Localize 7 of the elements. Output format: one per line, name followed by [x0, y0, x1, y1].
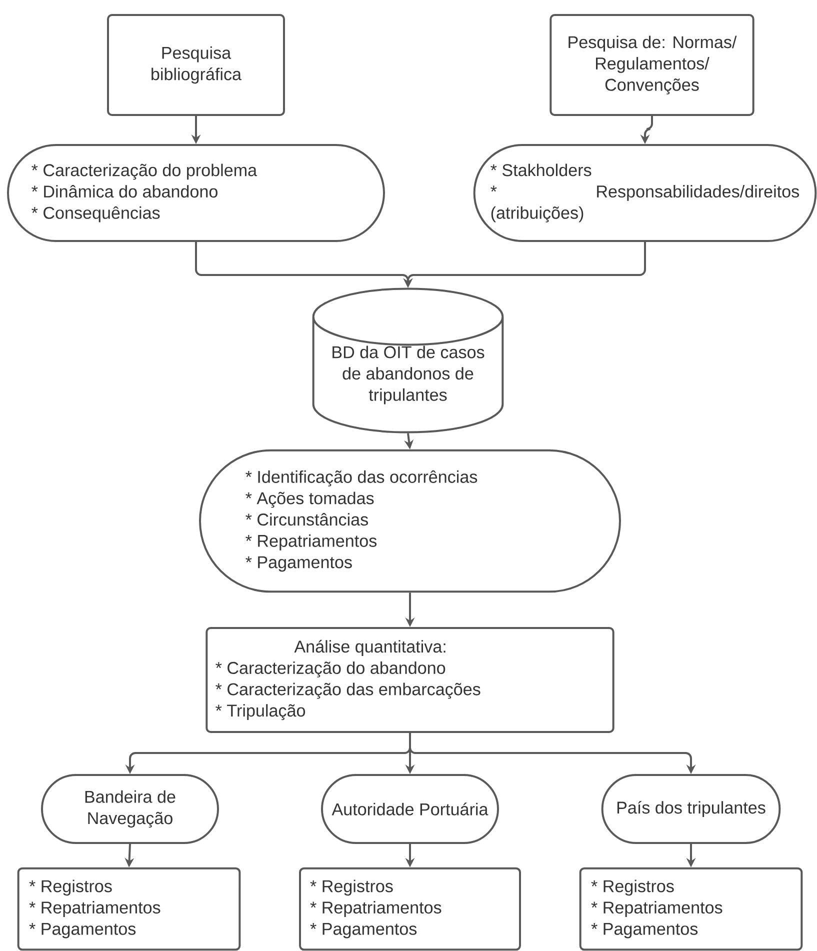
analysis-box: Análise quantitativa: * Caracterização do abandono * Caracterização das embarcações * Tripulação — [206, 627, 614, 733]
result-box: * Registros * Repatriamentos * Pagamentos — [299, 867, 521, 951]
process-box: Pesquisa bibliográfica — [107, 14, 285, 116]
result-box: * Registros * Repatriamentos * Pagamentos — [17, 867, 241, 951]
database-cylinder: BD da OIT de casos de abandonos de tripulantes — [312, 288, 504, 434]
result-box: * Registros * Repatriamentos * Pagamentos — [579, 867, 803, 951]
process-box: Pesquisa de: Normas/ Regulamentos/ Convenções — [550, 14, 754, 116]
